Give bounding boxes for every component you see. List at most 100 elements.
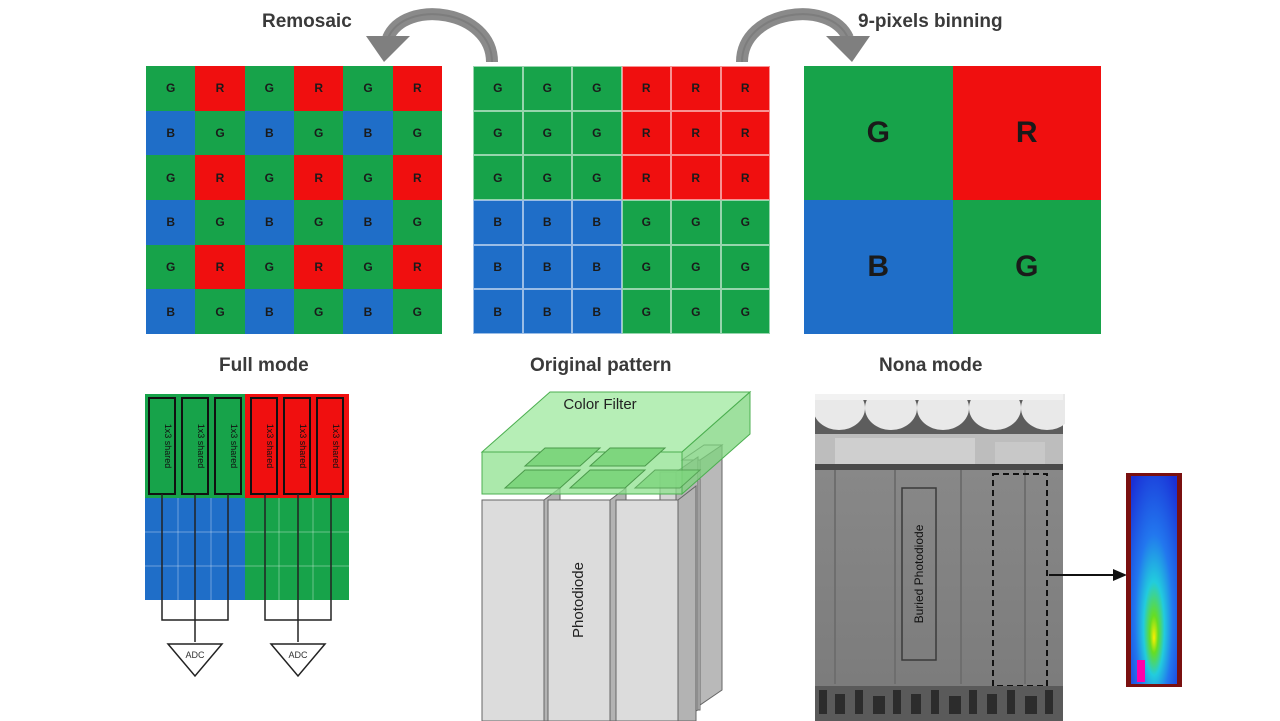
shared-label: 1x3 shared [265, 424, 275, 469]
pixel-cell-b: B [473, 289, 523, 334]
binning-title: 9-pixels binning [858, 11, 1003, 32]
photodiode-column-side [699, 444, 723, 706]
pixel-cell-g: G [621, 244, 671, 290]
pixel-cell-r: R [952, 66, 1101, 200]
pixel-cell-b: B [146, 289, 196, 334]
remosaic-arrow-icon [366, 8, 498, 63]
full-mode-circuit: 1x3 shared 1x3 shared 1x3 shared 1x3 sha… [145, 394, 349, 678]
pixel-cell-r: R [720, 110, 770, 156]
pixel-cell-g: G [392, 289, 442, 334]
pixel-cell-r: R [621, 110, 671, 156]
adc-icon [269, 643, 327, 678]
pixel-cell-g: G [244, 66, 294, 111]
green-filter-block-lower [245, 498, 349, 600]
pixel-cell-g: G [720, 244, 770, 290]
pixel-cell-r: R [195, 155, 245, 200]
shared-label: 1x3 shared [163, 424, 173, 469]
buried-photodiode-box [901, 487, 937, 661]
pixel-cell-b: B [522, 244, 572, 290]
pixel-cell-g: G [195, 289, 245, 334]
pixel-cell-g: G [195, 200, 245, 245]
pixel-cell-g: G [671, 289, 721, 334]
pixel-cell-r: R [293, 244, 344, 290]
pixel-cell-g: G [621, 200, 671, 245]
pixel-cell-g: G [522, 66, 572, 111]
pixel-cell-b: B [522, 289, 572, 334]
pixel-cell-r: R [621, 155, 671, 200]
pixel-cell-g: G [522, 110, 572, 156]
pixel-cell-g: G [720, 289, 770, 334]
pixel-cell-g: G [473, 66, 523, 111]
simulation-heatmap [1126, 473, 1182, 687]
pixel-cell-g: G [146, 244, 196, 290]
pixel-cell-r: R [720, 66, 770, 111]
nona-micrograph: Buried Photodiode [815, 394, 1065, 721]
pixel-cell-b: B [343, 289, 393, 334]
shared-label: 1x3 shared [229, 424, 239, 469]
pointer-arrow-icon [1049, 569, 1127, 581]
pixel-cell-b: B [572, 244, 622, 290]
pixel-cell-g: G [621, 289, 671, 334]
shared-column-box [316, 397, 344, 495]
pixel-cell-g: G [244, 244, 294, 290]
pixel-cell-g: G [293, 200, 344, 245]
pixel-cell-g: G [146, 66, 196, 111]
pixel-cell-g: G [671, 200, 721, 245]
green-filter-block [145, 394, 245, 498]
pixel-cell-g: G [572, 110, 622, 156]
pixel-cell-r: R [293, 66, 344, 111]
pixel-cell-b: B [804, 200, 953, 334]
pixel-cell-b: B [146, 200, 196, 245]
pixel-cell-b: B [343, 110, 393, 156]
pixel-cell-g: G [392, 110, 442, 156]
pixel-cell-g: G [804, 66, 953, 200]
pixel-cell-g: G [244, 155, 294, 200]
pixel-cell-g: G [720, 200, 770, 245]
pixel-cell-g: G [572, 66, 622, 111]
pixel-cross-section: Color Filter Photodiode [480, 390, 752, 721]
pixel-cell-r: R [392, 66, 442, 111]
pixel-cell-b: B [572, 200, 622, 245]
pixel-cell-g: G [293, 289, 344, 334]
pixel-cell-g: G [952, 200, 1101, 334]
pixel-cell-b: B [572, 289, 622, 334]
pixel-cell-b: B [522, 200, 572, 245]
buried-photodiode-label: Buried Photodiode [912, 524, 926, 623]
contact-marker [1137, 660, 1145, 682]
pixel-cell-g: G [146, 155, 196, 200]
pixel-cell-g: G [343, 66, 393, 111]
pixel-cell-g: G [293, 110, 344, 156]
nona-mode-title: Nona mode [879, 355, 983, 376]
pixel-cell-b: B [473, 200, 523, 245]
shared-label: 1x3 shared [196, 424, 206, 469]
full-mode-title: Full mode [219, 355, 309, 376]
pixel-cell-r: R [392, 244, 442, 290]
pixel-cell-b: B [343, 200, 393, 245]
pixel-cell-g: G [392, 200, 442, 245]
photodiode-column [481, 499, 545, 721]
pixel-cell-g: G [473, 155, 523, 200]
pixel-cell-b: B [146, 110, 196, 156]
shared-label: 1x3 shared [298, 424, 308, 469]
photodiode-label: Photodiode [570, 562, 587, 638]
pixel-cell-r: R [720, 155, 770, 200]
pixel-cell-r: R [671, 66, 721, 111]
pixel-cell-g: G [343, 244, 393, 290]
adc-icon [166, 643, 224, 678]
pixel-cell-r: R [671, 110, 721, 156]
pixel-cell-r: R [671, 155, 721, 200]
pixel-cell-g: G [572, 155, 622, 200]
adc-label: ADC [185, 650, 205, 660]
binning-arrow-icon [736, 8, 870, 63]
pixel-cell-g: G [522, 155, 572, 200]
pixel-cell-b: B [473, 244, 523, 290]
pixel-cell-b: B [244, 289, 294, 334]
shared-column-box [283, 397, 311, 495]
pixel-cell-r: R [195, 244, 245, 290]
pixel-cell-r: R [293, 155, 344, 200]
shared-column-box [250, 397, 278, 495]
pixel-cell-g: G [343, 155, 393, 200]
